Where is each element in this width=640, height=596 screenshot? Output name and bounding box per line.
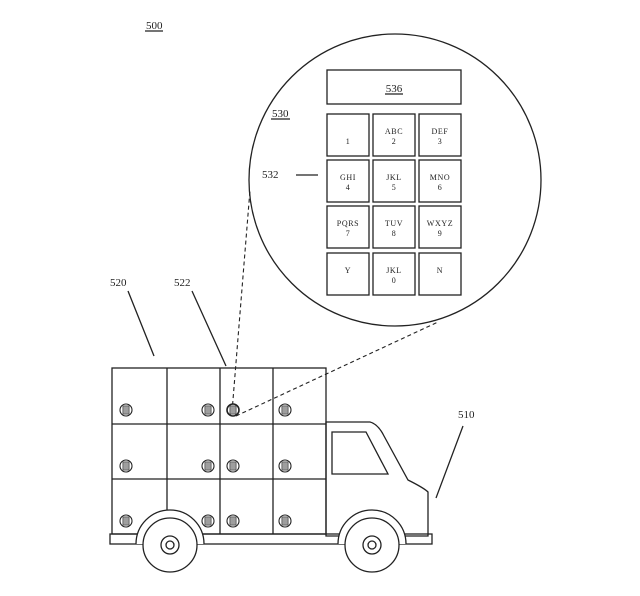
magnify-connector-lower	[235, 321, 439, 417]
keypad-icon[interactable]	[201, 403, 215, 417]
cab-window	[331, 431, 390, 475]
keypad-key[interactable]: ABC 2	[372, 113, 416, 157]
keypad-icon[interactable]	[278, 459, 292, 473]
keypad-icon[interactable]	[278, 514, 292, 528]
keypad-key[interactable]: Y	[326, 252, 370, 296]
key-letters: Y	[345, 266, 351, 275]
keypad: 1 ABC 2 DEF 3 GHI 4 JKL 5 MNO 6	[326, 113, 462, 296]
keypad-icon[interactable]	[119, 403, 133, 417]
key-letters: MNO	[430, 173, 450, 182]
keypad-icon[interactable]	[201, 459, 215, 473]
key-letters: N	[437, 266, 443, 275]
keypad-icon[interactable]	[119, 514, 133, 528]
label-532: 532	[262, 169, 279, 181]
key-digit: 7	[346, 229, 351, 238]
keypad-key[interactable]: N	[418, 252, 462, 296]
magnify-connector-upper	[231, 189, 251, 413]
keypad-key[interactable]: GHI 4	[326, 159, 370, 203]
locker-keypads	[119, 403, 292, 528]
label-522: 522	[174, 277, 191, 289]
key-digit: 3	[438, 137, 443, 146]
keypad-icon[interactable]	[226, 514, 240, 528]
leader-510	[435, 425, 464, 499]
key-digit: 9	[438, 229, 443, 238]
key-digit: 0	[392, 276, 397, 285]
key-digit: 1	[346, 137, 351, 146]
key-letters: TUV	[385, 219, 403, 228]
keypad-key[interactable]: PQRS 7	[326, 205, 370, 249]
keypad-key[interactable]: DEF 3	[418, 113, 462, 157]
delivery-truck-icon	[109, 367, 433, 573]
key-letters: JKL	[386, 173, 402, 182]
key-letters: ABC	[385, 127, 403, 136]
key-digit: 6	[438, 183, 443, 192]
key-letters: JKL	[386, 266, 402, 275]
label-500: 500	[146, 20, 163, 32]
keypad-key[interactable]: JKL 0	[372, 252, 416, 296]
keypad-key[interactable]: JKL 5	[372, 159, 416, 203]
key-digit: 8	[392, 229, 397, 238]
label-520: 520	[110, 277, 127, 289]
keypad-display	[326, 69, 462, 105]
key-letters: DEF	[432, 127, 449, 136]
cargo-box	[111, 367, 327, 535]
keypad-key[interactable]: MNO 6	[418, 159, 462, 203]
front-wheel	[344, 517, 400, 573]
label-530: 530	[272, 108, 289, 120]
key-digit: 4	[346, 183, 351, 192]
keypad-key[interactable]: WXYZ 9	[418, 205, 462, 249]
rear-wheel	[142, 517, 198, 573]
label-536: 536	[386, 83, 403, 95]
keypad-key[interactable]: 1	[326, 113, 370, 157]
key-letters: GHI	[340, 173, 356, 182]
label-510: 510	[458, 409, 475, 421]
keypad-icon[interactable]	[201, 514, 215, 528]
keypad-icon[interactable]	[278, 403, 292, 417]
key-digit: 5	[392, 183, 397, 192]
key-digit: 2	[392, 137, 397, 146]
keypad-key[interactable]: TUV 8	[372, 205, 416, 249]
key-letters: WXYZ	[427, 219, 453, 228]
key-letters: PQRS	[337, 219, 359, 228]
keypad-icon[interactable]	[226, 403, 240, 417]
keypad-icon[interactable]	[226, 459, 240, 473]
leader-520	[127, 290, 155, 357]
leader-522	[191, 290, 227, 367]
truck-cab	[325, 421, 429, 537]
truck-chassis	[109, 533, 433, 545]
magnification-circle	[248, 33, 542, 327]
keypad-icon[interactable]	[119, 459, 133, 473]
